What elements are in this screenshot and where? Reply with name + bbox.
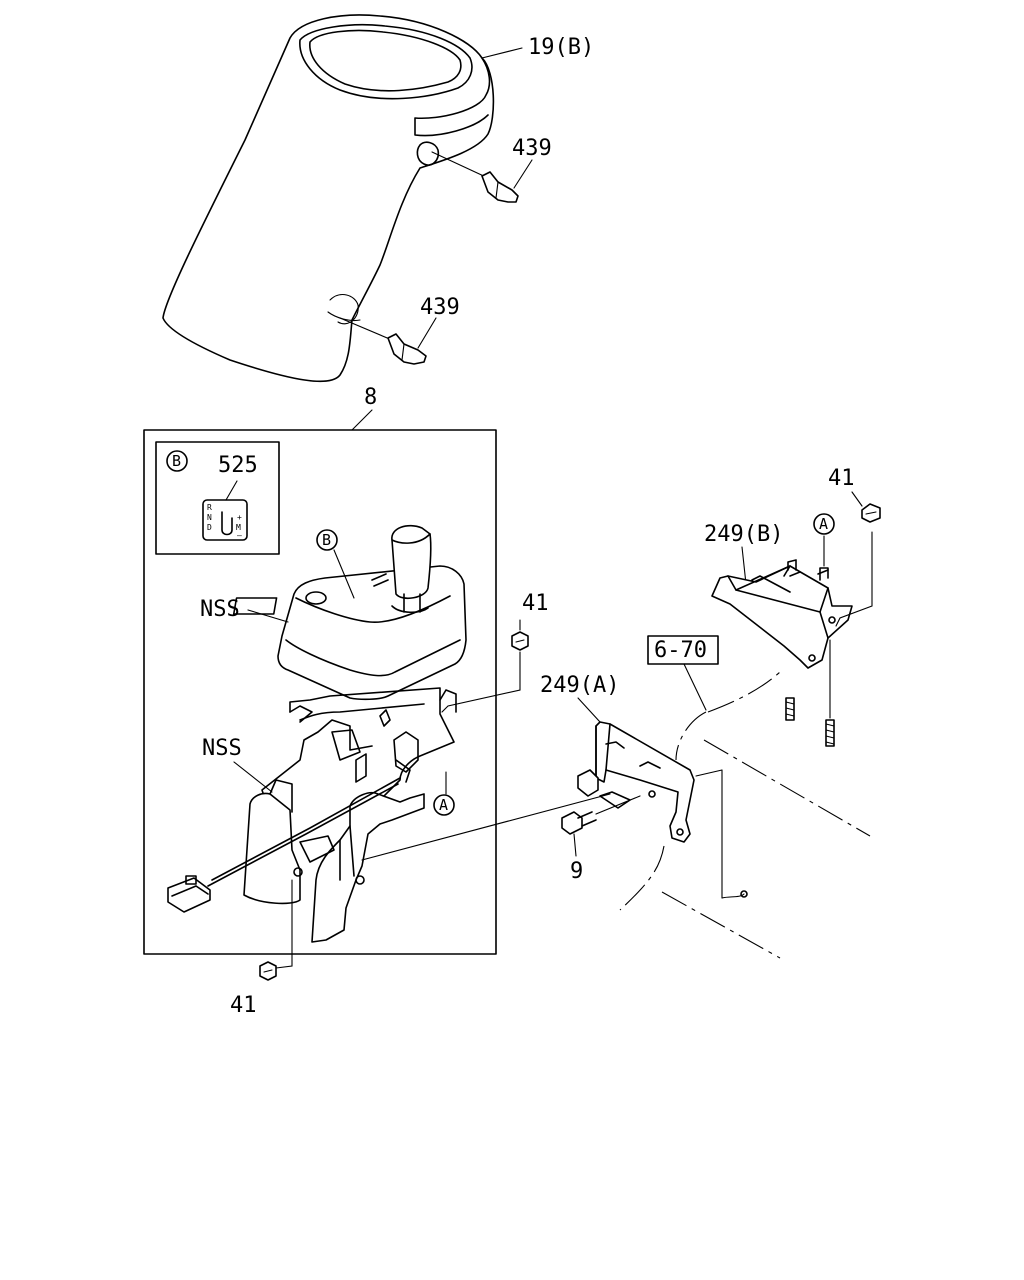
label-detail-b: B	[172, 452, 181, 470]
nut-41-right	[441, 619, 529, 713]
shifter-cover	[232, 529, 467, 701]
studs	[785, 639, 835, 747]
label-41-right: 41	[522, 591, 549, 616]
label-439-upper: 439	[512, 136, 552, 161]
shift-cover-19b	[162, 14, 495, 383]
label-19b: 19(B)	[528, 35, 594, 60]
emblem-letter-plus: +	[237, 513, 242, 522]
label-249b: 249(B)	[704, 522, 783, 547]
emblem-letter-d: D	[207, 523, 212, 532]
shifter-bracket	[243, 687, 457, 943]
label-439-lower: 439	[420, 295, 460, 320]
nut-41-bottom	[259, 879, 293, 981]
emblem-letter-m: M	[236, 523, 241, 532]
clip-439-lower	[339, 317, 437, 365]
emblem-letter-r: R	[207, 503, 212, 512]
body-section-6-70	[619, 635, 871, 959]
shift-knob	[371, 524, 432, 614]
bracket-249b	[711, 546, 853, 669]
shift-cable	[167, 777, 401, 913]
label-a-bracket-b: A	[819, 515, 828, 533]
bolt-9	[561, 795, 641, 857]
label-knob-b: B	[322, 531, 331, 549]
label-nss-bracket: NSS	[202, 736, 242, 761]
clip-439-upper	[431, 151, 533, 203]
label-9: 9	[570, 859, 583, 884]
label-a-assembly: A	[439, 796, 448, 814]
emblem-letter-n: N	[207, 513, 212, 522]
bracket-249a	[577, 697, 748, 899]
label-8: 8	[364, 385, 377, 410]
emblem-525-detail	[166, 450, 248, 541]
label-249a: 249(A)	[540, 673, 619, 698]
label-6-70: 6-70	[654, 638, 707, 663]
assembly-8-box	[143, 409, 497, 955]
label-41-far-right: 41	[828, 466, 855, 491]
label-nss-cover: NSS	[200, 597, 240, 622]
ref-a-assembly	[433, 771, 455, 816]
nut-41-far-right	[813, 491, 881, 627]
label-525: 525	[218, 453, 258, 478]
label-41-bottom: 41	[230, 993, 257, 1018]
emblem-letter-minus: –	[237, 531, 242, 540]
